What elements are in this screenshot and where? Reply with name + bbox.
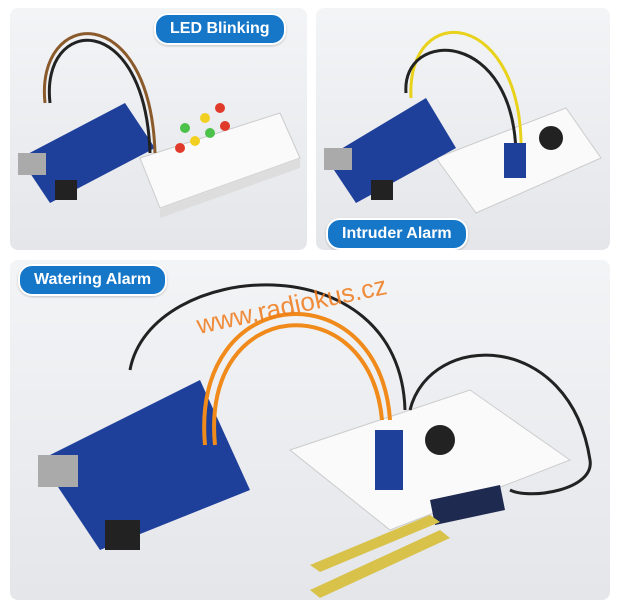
panel-watering-alarm: Watering Alarm <box>10 260 610 600</box>
panel-led-blinking: LED Blinking <box>10 8 307 250</box>
label-watering-alarm: Watering Alarm <box>18 264 168 296</box>
intruder-alarm-photo <box>324 31 602 214</box>
watering-alarm-photo <box>38 283 592 598</box>
panel-intruder-alarm: Intruder Alarm <box>316 8 610 250</box>
label-intruder-alarm: Intruder Alarm <box>326 218 468 250</box>
label-led-blinking: LED Blinking <box>154 13 286 45</box>
led-blinking-photo <box>18 32 301 218</box>
